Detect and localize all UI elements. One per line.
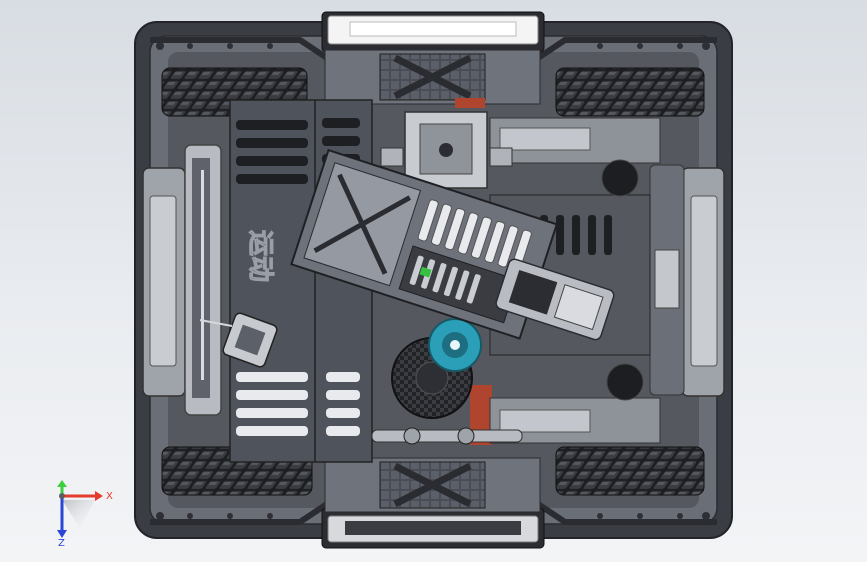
camera-module[interactable] xyxy=(222,312,278,368)
z-axis-arrow: Z xyxy=(57,496,67,548)
rear-axle xyxy=(371,427,523,445)
launcher-module[interactable] xyxy=(495,258,616,341)
x-axis-label: X xyxy=(106,491,113,502)
control-board[interactable] xyxy=(380,111,513,189)
x-axis-arrow: X xyxy=(62,491,113,502)
z-axis-label: Z xyxy=(58,538,65,548)
front-mount-plate xyxy=(324,49,541,108)
right-side-bumper[interactable] xyxy=(649,164,725,397)
triad-plane xyxy=(62,500,95,528)
coordinate-triad: X Z xyxy=(57,480,113,548)
cyan-hub xyxy=(428,318,482,372)
rear-bumper[interactable] xyxy=(321,507,545,549)
front-bumper[interactable] xyxy=(321,11,545,53)
mecanum-wheel-front-right[interactable] xyxy=(555,67,705,117)
rear-mount-plate xyxy=(324,385,541,513)
left-side-bumper[interactable] xyxy=(142,144,222,416)
mecanum-wheel-rear-right[interactable] xyxy=(555,446,705,496)
antenna xyxy=(199,319,233,327)
suspension-arm-front-right xyxy=(489,117,661,197)
cover-plate-text: 运动 xyxy=(245,230,275,282)
